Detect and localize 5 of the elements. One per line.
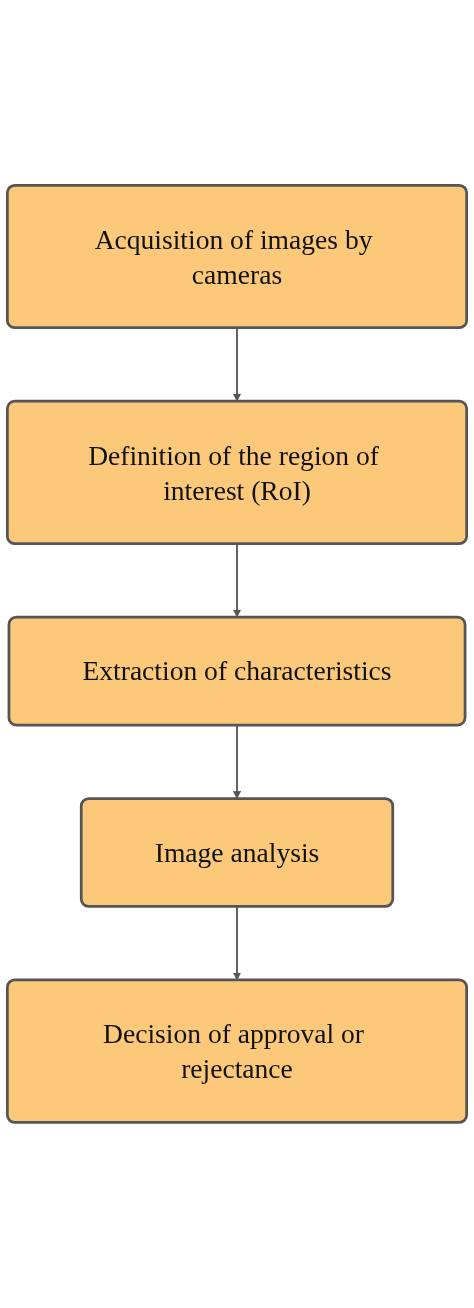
node-box: Acquisition of images by cameras — [5, 184, 469, 330]
node-box: Decision of approval or rejectance — [5, 978, 469, 1124]
node-box: Definition of the region of interest (RoI) — [5, 400, 469, 546]
node-box: Extraction of characteristics — [7, 615, 467, 727]
node-box: Image analysis — [79, 797, 395, 908]
